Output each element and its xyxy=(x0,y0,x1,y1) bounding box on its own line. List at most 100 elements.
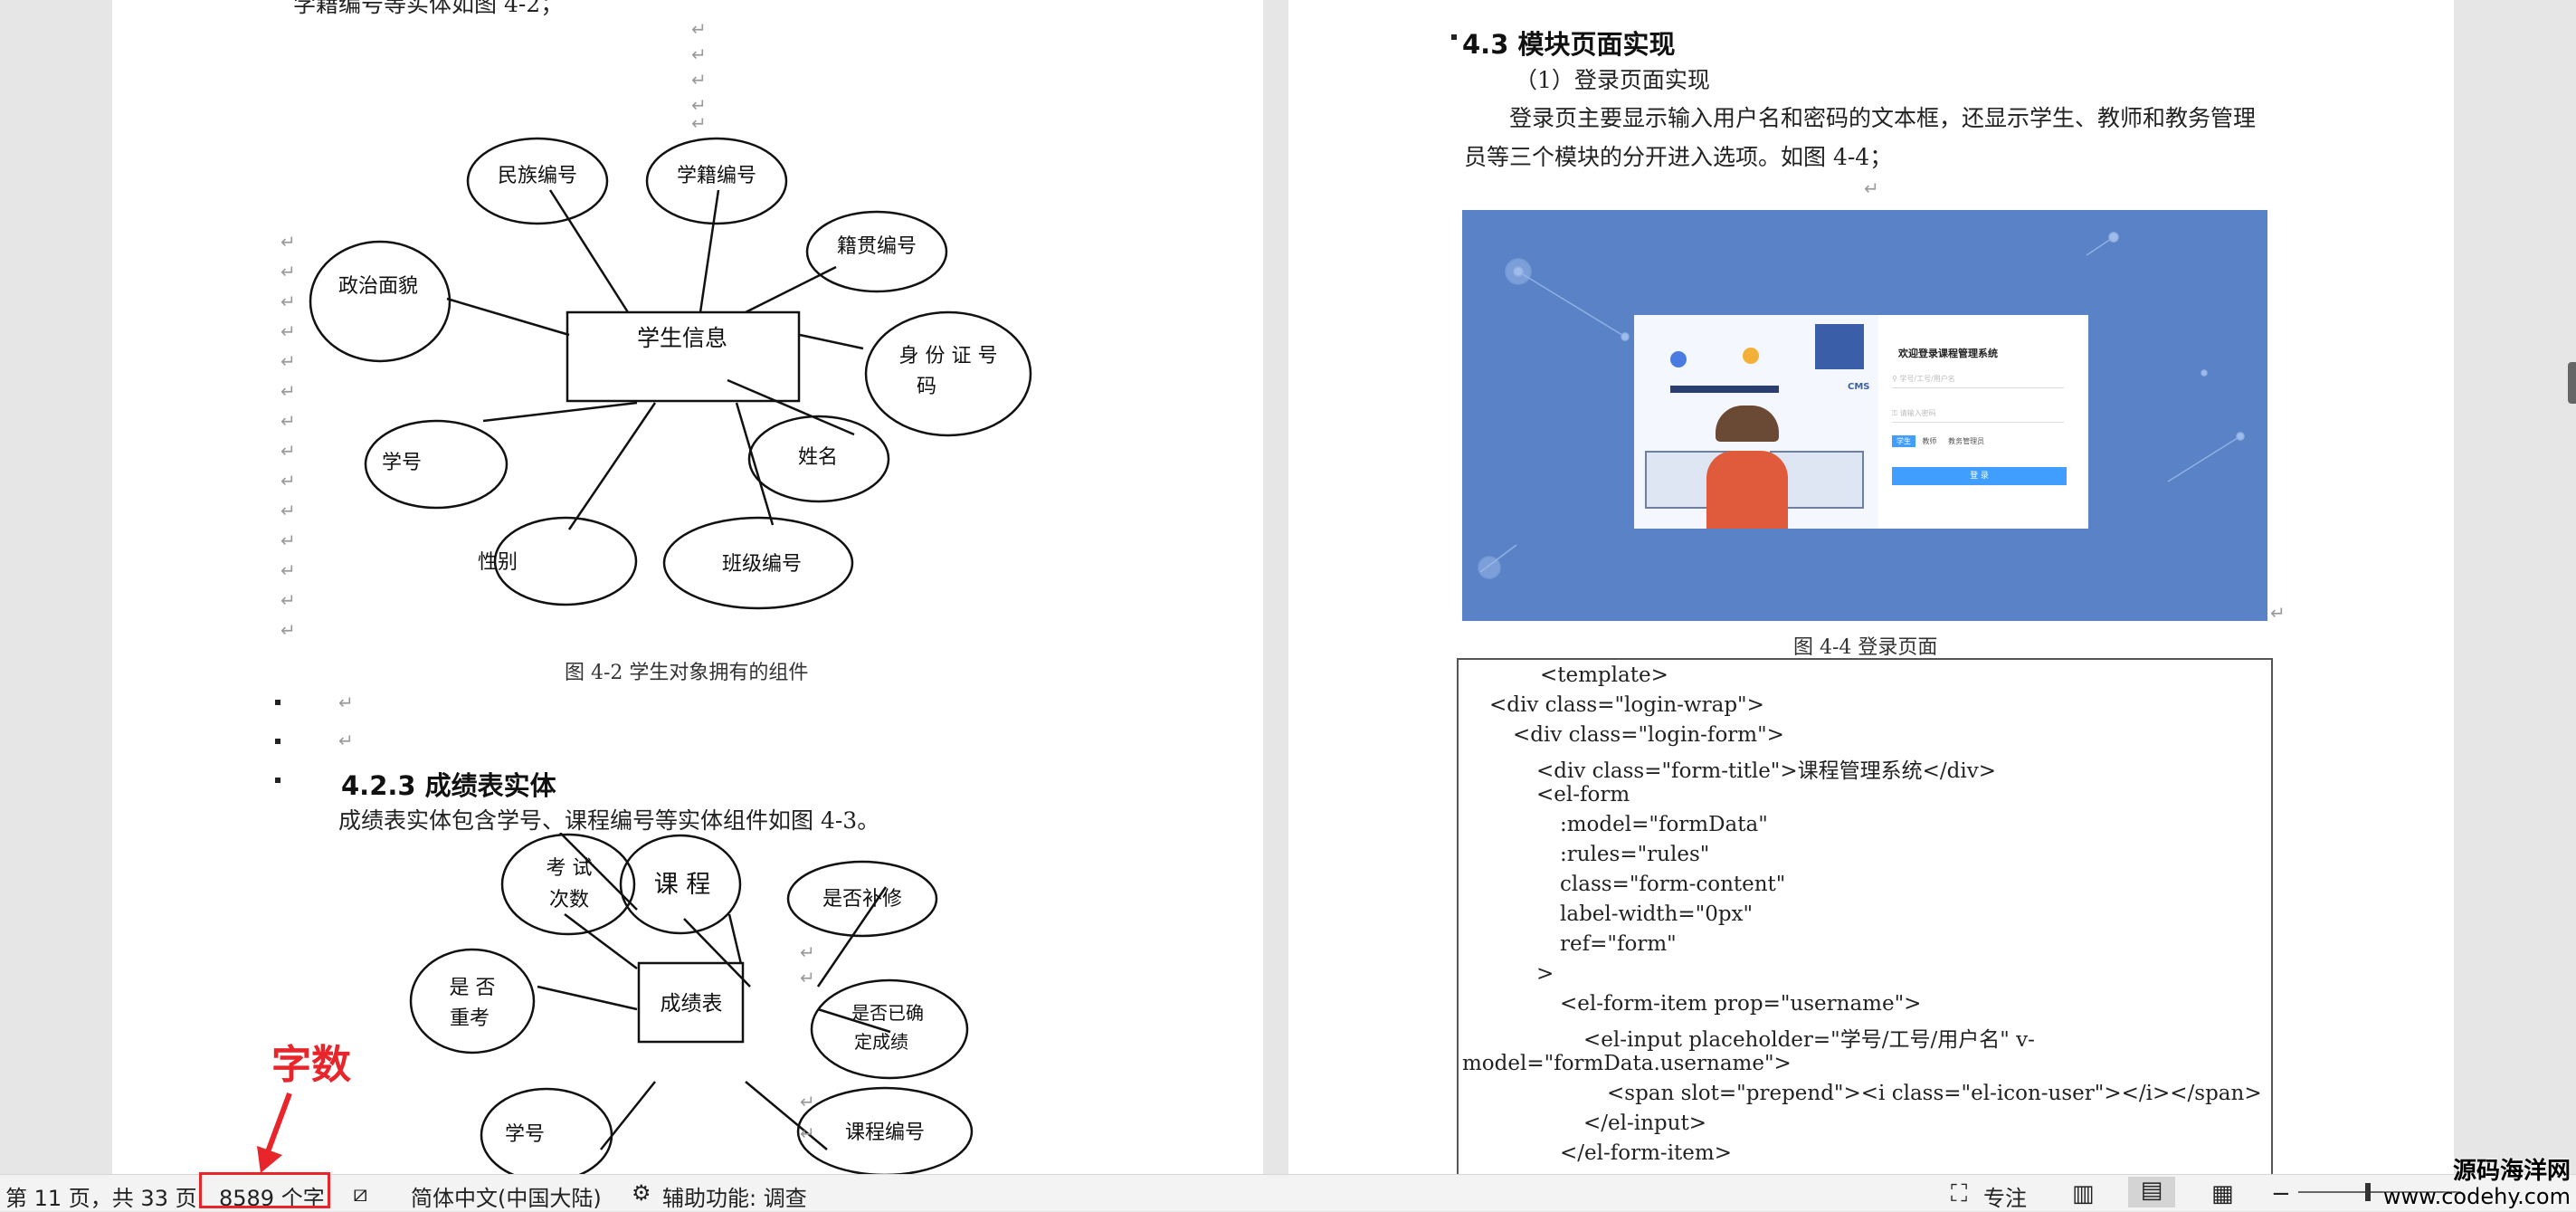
focus-icon: ⛶ xyxy=(1951,1180,1968,1207)
code-block: <template> <div class="login-wrap"> <div… xyxy=(1457,658,2273,1174)
code-line: <el-input placeholder="学号/工号/用户名" v- xyxy=(1583,1028,2035,1052)
center-label: 成绩表 xyxy=(661,992,723,1016)
zoom-slider-thumb[interactable] xyxy=(2365,1183,2371,1201)
language-indicator[interactable]: 简体中文(中国大陆) xyxy=(411,1186,602,1211)
return-mark: ↵ xyxy=(280,231,296,253)
return-mark: ↵ xyxy=(800,941,815,963)
code-line: > xyxy=(1536,962,1554,986)
attr-label: 籍贯编号 xyxy=(837,235,917,258)
password-input[interactable]: ⚿ 请输入密码 xyxy=(1892,406,2064,423)
intro-text: 学籍编号等实体如图 4-2； xyxy=(293,0,564,17)
watermark-line1: 源码海洋网 xyxy=(2452,1158,2571,1185)
code-line: class="form-content" xyxy=(1560,873,1786,896)
return-mark: ↵ xyxy=(280,559,296,581)
accessibility-status[interactable]: 辅助功能: 调查 xyxy=(662,1186,807,1211)
watermark: 源码海洋网 www.codehy.com xyxy=(2383,1159,2571,1209)
section-heading: 4.3 模块页面实现 xyxy=(1462,29,1676,60)
return-mark: ↵ xyxy=(800,1122,815,1144)
login-button[interactable]: 登 录 xyxy=(1892,467,2067,485)
bullet xyxy=(1451,34,1457,40)
return-mark: ↵ xyxy=(2270,602,2286,624)
web-layout-icon[interactable]: ▦ xyxy=(2211,1180,2234,1207)
code-line: :model="formData" xyxy=(1560,813,1768,836)
figure-caption: 图 4-4 登录页面 xyxy=(1793,636,1938,659)
code-line: <el-form xyxy=(1536,783,1630,806)
tab-teacher[interactable]: 教师 xyxy=(1922,437,1937,445)
attr-label: 课 程 xyxy=(654,871,711,899)
body-text-line2: 员等三个模块的分开进入选项。如图 4-4； xyxy=(1464,144,1893,170)
code-line: <span slot="prepend"><i class="el-icon-u… xyxy=(1607,1082,2262,1105)
zoom-slider[interactable] xyxy=(2298,1191,2461,1193)
attr-label: 次数 xyxy=(549,889,589,911)
attr-label: 是否补修 xyxy=(822,888,902,911)
return-mark: ↵ xyxy=(280,619,296,641)
word-count-highlight xyxy=(199,1172,330,1208)
attr-label: 学号 xyxy=(382,452,422,474)
attr-label: 定成绩 xyxy=(854,1031,908,1053)
tab-admin[interactable]: 教务管理员 xyxy=(1948,437,1985,445)
return-mark: ↵ xyxy=(280,410,296,432)
username-input[interactable]: ⚲ 学号/工号/用户名 xyxy=(1892,371,2064,388)
er-diagram-student: 学生信息 民族编号 学籍编号 籍贯编号 政治面貌 身 份 证 号 码 学号 姓名… xyxy=(309,137,1032,610)
attr-label: 课程编号 xyxy=(845,1121,925,1144)
body-text-line1: 登录页主要显示输入用户名和密码的文本框，还显示学生、教师和教务管理 xyxy=(1509,105,2257,131)
document-page-left: 学籍编号等实体如图 4-2； ↵↵↵↵↵↵↵↵↵↵↵↵↵↵ ↵ ↵ ↵ ↵ ↵ xyxy=(112,0,1263,1174)
attr-label: 是否已确 xyxy=(851,1002,924,1024)
chat-panel xyxy=(1815,324,1864,369)
read-mode-icon[interactable]: ▥ xyxy=(2072,1180,2095,1207)
attr-label: 班级编号 xyxy=(722,553,802,576)
return-mark: ↵ xyxy=(691,43,707,65)
return-mark: ↵ xyxy=(280,530,296,551)
body-text: 成绩表实体包含学号、课程编号等实体组件如图 4-3。 xyxy=(338,807,880,834)
code-line: <template> xyxy=(1540,663,1668,687)
code-line: <div class="login-wrap"> xyxy=(1489,693,1764,717)
return-mark: ↵ xyxy=(280,261,296,282)
login-card: CMS 欢迎登录课程管理系统 ⚲ 学号/工号/用户名 ⚿ 请输入密码 学生 教师… xyxy=(1634,315,2088,529)
document-page-right: 4.3 模块页面实现 （1）登录页面实现 登录页主要显示输入用户名和密码的文本框… xyxy=(1288,0,2454,1174)
annotation-arrow-icon xyxy=(257,1092,292,1173)
login-page-screenshot: CMS 欢迎登录课程管理系统 ⚲ 学号/工号/用户名 ⚿ 请输入密码 学生 教师… xyxy=(1462,210,2267,621)
role-tabs: 学生 教师 教务管理员 xyxy=(1892,435,1989,447)
attr-label: 学号 xyxy=(505,1123,545,1146)
attr-label: 民族编号 xyxy=(498,165,577,187)
code-line: <div class="login-form"> xyxy=(1513,723,1784,747)
attr-label: 重考 xyxy=(450,1007,490,1030)
print-layout-icon[interactable]: ▤ xyxy=(2128,1177,2175,1207)
code-line: </el-input> xyxy=(1583,1112,1706,1135)
return-mark: ↵ xyxy=(338,692,354,713)
return-mark: ↵ xyxy=(800,967,815,988)
tab-student[interactable]: 学生 xyxy=(1892,435,1915,447)
scrollbar-thumb[interactable] xyxy=(2568,362,2576,404)
bubble-icon xyxy=(1670,351,1687,367)
status-bar: 第 11 页，共 33 页 8589 个字 ⧄ 简体中文(中国大陆) ⚙ 辅助功… xyxy=(0,1174,2576,1211)
code-line: ref="form" xyxy=(1560,932,1677,956)
proofing-icon[interactable]: ⧄ xyxy=(353,1180,368,1207)
return-mark: ↵ xyxy=(280,470,296,491)
page-indicator[interactable]: 第 11 页，共 33 页 xyxy=(5,1186,197,1211)
attr-label: 性别 xyxy=(478,551,518,574)
return-mark: ↵ xyxy=(691,94,707,116)
progress-strip xyxy=(1670,386,1779,393)
bullet xyxy=(275,700,280,705)
code-line: model="formData.username"> xyxy=(1462,1052,1792,1075)
code-line: <el-form-item prop="username"> xyxy=(1560,992,1922,1016)
login-title: 欢迎登录课程管理系统 xyxy=(1898,348,1998,359)
return-mark: ↵ xyxy=(280,320,296,342)
code-line: :rules="rules" xyxy=(1560,843,1710,866)
attr-label: 身 份 证 号 xyxy=(899,345,998,367)
return-mark: ↵ xyxy=(280,350,296,372)
er-diagram-score: 成绩表 考 试 次数 课 程 是否补修 是 否 重考 是否已确 定成绩 学号 课… xyxy=(409,833,974,1174)
person-shirt xyxy=(1706,451,1788,529)
focus-button[interactable]: 专注 xyxy=(1983,1186,2027,1211)
attr-label: 学籍编号 xyxy=(677,165,756,187)
figure-caption: 图 4-2 学生对象拥有的组件 xyxy=(565,662,809,684)
attr-label: 政治面貌 xyxy=(338,275,418,298)
return-mark: ↵ xyxy=(280,589,296,611)
bullet xyxy=(275,739,280,744)
zoom-out-icon[interactable]: − xyxy=(2271,1180,2291,1207)
accessibility-icon: ⚙ xyxy=(632,1180,651,1206)
cms-badge: CMS xyxy=(1848,382,1870,392)
watermark-line2: www.codehy.com xyxy=(2382,1184,2571,1209)
return-mark: ↵ xyxy=(691,18,707,40)
section-heading: 4.2.3 成绩表实体 xyxy=(341,770,556,801)
